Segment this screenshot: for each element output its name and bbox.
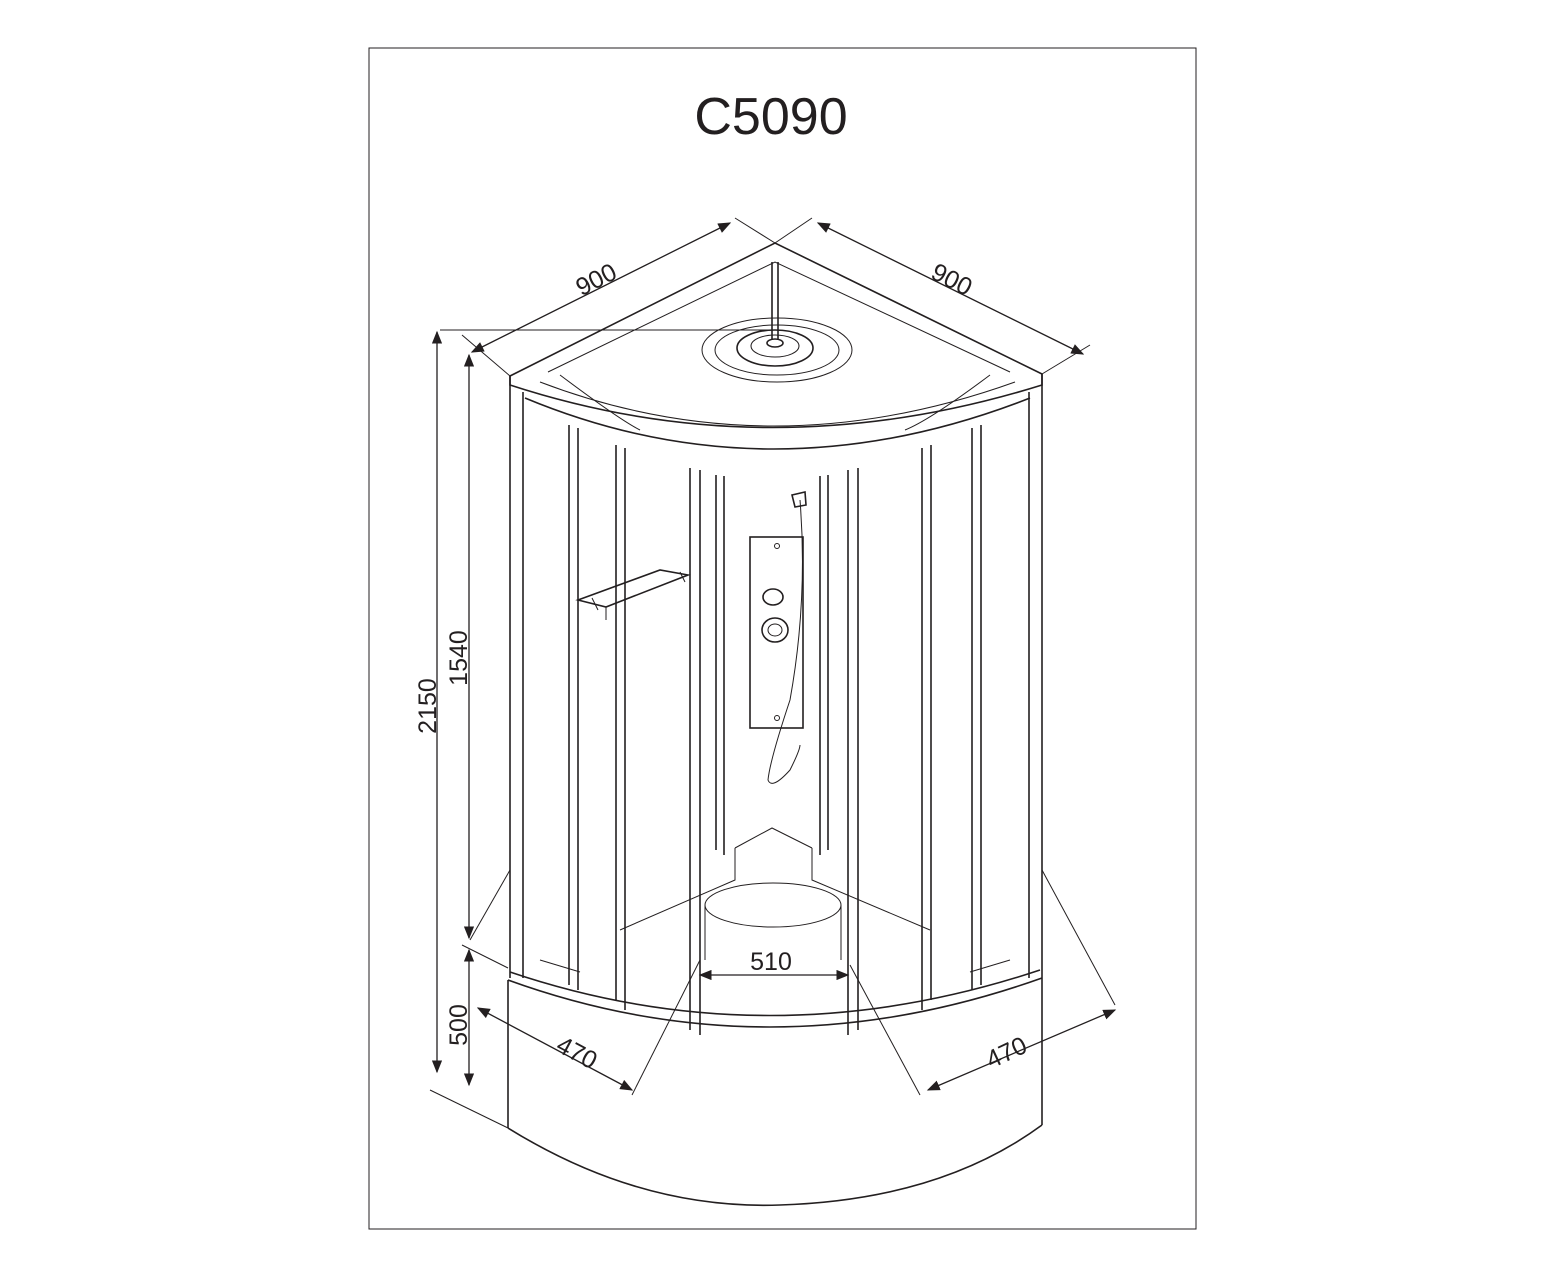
- shelf: [575, 569, 691, 620]
- drawing-frame: [368, 47, 1197, 1230]
- model-title: C5090: [694, 88, 847, 146]
- cabin-frame: [509, 374, 1043, 1035]
- dim-tray-depth-right: 470: [982, 1031, 1032, 1074]
- dim-width-left: 900: [571, 258, 621, 302]
- dim-door-opening: 510: [750, 948, 792, 976]
- dim-total-height: 2150: [414, 678, 442, 734]
- shower-tray: [507, 959, 1043, 1207]
- control-panel: [749, 491, 807, 784]
- dim-tray-depth-left: 470: [552, 1031, 602, 1075]
- dimension-lines: [429, 217, 1117, 1129]
- dim-width-right: 900: [927, 258, 977, 302]
- dim-tray-height: 500: [445, 1004, 473, 1046]
- dim-glass-height: 1540: [445, 630, 473, 686]
